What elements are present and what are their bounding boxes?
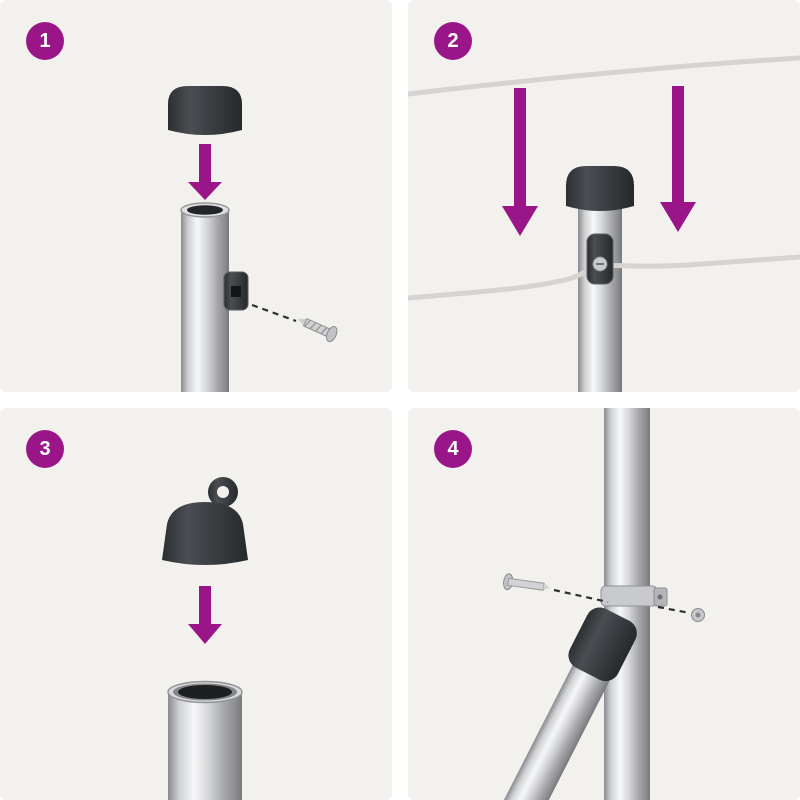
step-panel-2: 2 (408, 0, 800, 392)
step-3-badge: 3 (26, 430, 64, 468)
alignment-dash-line-left (553, 588, 609, 604)
step-4-illustration (464, 408, 705, 800)
end-cap (168, 86, 242, 135)
clamp-screw (586, 233, 614, 285)
pole (180, 202, 230, 392)
arrow-down-icon-left (502, 88, 538, 236)
clamp (223, 271, 249, 311)
nut (691, 608, 705, 622)
step-2-illustration (408, 55, 800, 392)
top-line (408, 55, 800, 97)
step-2-number: 2 (447, 30, 459, 52)
eyelet-cap (162, 477, 248, 565)
step-2-badge: 2 (434, 22, 472, 60)
alignment-dash-line-right (657, 605, 691, 615)
step-1-number: 1 (39, 30, 51, 52)
strap-clamp (600, 585, 668, 607)
step-1-badge: 1 (26, 22, 64, 60)
open-tube (167, 680, 243, 800)
arrow-down-icon-right (660, 86, 696, 232)
step-3-illustration (162, 477, 248, 800)
diagonal-brace (464, 610, 637, 800)
step-3-number: 3 (39, 438, 51, 460)
screw (297, 317, 338, 343)
step-1-illustration (168, 86, 338, 392)
step-4-number: 4 (447, 438, 459, 460)
step-panel-3: 3 (0, 408, 392, 800)
arrow-down-icon (188, 586, 222, 644)
step-panel-1: 1 (0, 0, 392, 392)
step-4-badge: 4 (434, 430, 472, 468)
screw (503, 573, 550, 591)
brace-connector (568, 607, 637, 682)
arrow-down-icon (188, 144, 222, 200)
step-panel-4: 4 (408, 408, 800, 800)
alignment-dash-line (251, 303, 297, 323)
